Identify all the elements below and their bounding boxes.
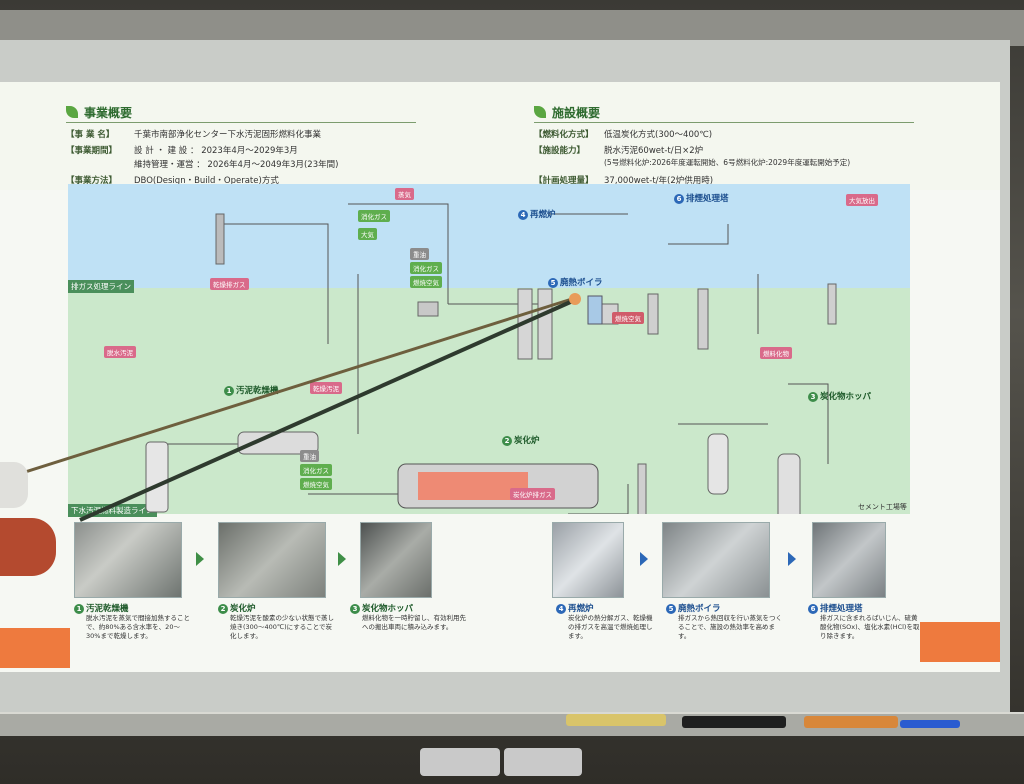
hand	[0, 518, 56, 576]
marker	[682, 716, 786, 728]
marker	[804, 716, 898, 728]
marker	[900, 720, 960, 728]
pointer-stick	[80, 300, 575, 520]
pointer-stick	[0, 298, 575, 480]
eraser	[566, 714, 666, 726]
outlet-plate	[504, 748, 582, 776]
pointer-tip	[569, 293, 581, 305]
outlet-plate	[420, 748, 500, 776]
hand	[0, 462, 28, 508]
